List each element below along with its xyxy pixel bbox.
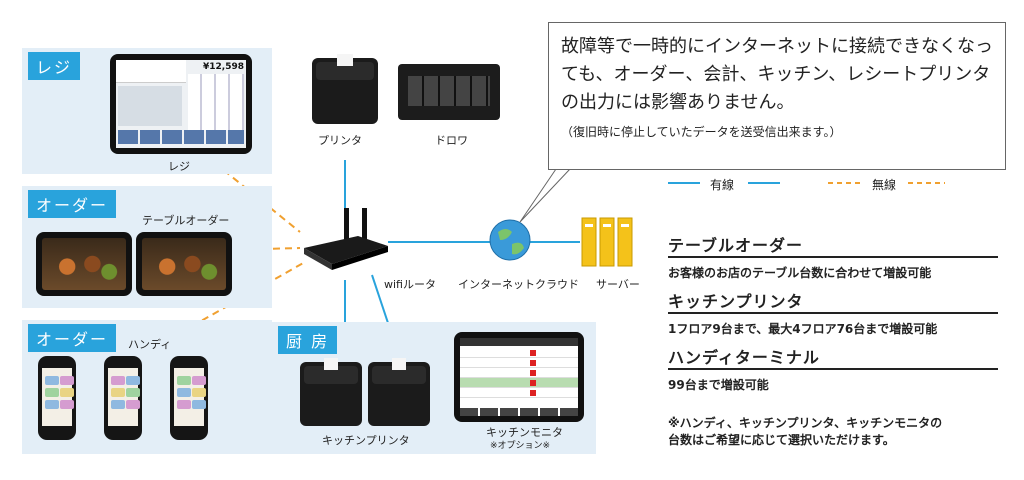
table-order-tablet-2	[136, 232, 232, 296]
feature-divider	[668, 256, 998, 258]
feature-divider	[668, 312, 998, 314]
callout-main-text: 故障等で一時的にインターネットに接続できなくなっても、オーダー、会計、キッチン、…	[561, 36, 993, 113]
feature-text-kitchen-printer: 1フロア9台まで、最大4フロア76台まで増設可能	[668, 322, 938, 336]
register-section-title: レジ	[28, 52, 81, 80]
callout-sub-text: （復旧時に停止していたデータを送受信出来ます。）	[561, 125, 842, 139]
feature-text-handy-terminal: 99台まで増設可能	[668, 378, 769, 392]
handy-label: ハンディ	[128, 338, 172, 351]
pos-screen: ¥12,598	[116, 60, 246, 148]
table-order-section-title: オーダー	[28, 190, 117, 218]
kitchen-section-title: 厨 房	[278, 326, 338, 354]
register-label: レジ	[168, 160, 190, 173]
legend-wired-label: 有線	[710, 178, 735, 192]
drawer-label: ドロワ	[435, 134, 468, 147]
feature-title-table-order: テーブルオーダー	[668, 236, 804, 255]
kitchen-printer-1	[300, 358, 362, 426]
feature-text-table-order: お客様のお店のテーブル台数に合わせて増設可能	[668, 266, 932, 280]
device-count-note: ※ハンディ、キッチンプリンタ、キッチンモニタの 台数はご希望に応じて選択いただけ…	[668, 415, 942, 449]
note-line-2: 台数はご希望に応じて選択いただけます。	[668, 433, 895, 447]
table-order-label: テーブルオーダー	[142, 214, 230, 227]
kitchen-monitor-note: ※オプション※	[490, 441, 551, 451]
server-icon	[581, 217, 633, 267]
register-tablet: ¥12,598	[110, 54, 252, 154]
cash-drawer	[398, 64, 500, 120]
feature-title-kitchen-printer: キッチンプリンタ	[668, 292, 804, 311]
feature-divider	[668, 368, 998, 370]
handy-phone-1	[38, 356, 76, 440]
handy-phone-3	[170, 356, 208, 440]
note-line-1: ※ハンディ、キッチンプリンタ、キッチンモニタの	[668, 416, 943, 430]
legend-wireless-label: 無線	[872, 178, 897, 192]
offline-callout: 故障等で一時的にインターネットに接続できなくなっても、オーダー、会計、キッチン、…	[548, 22, 1006, 170]
router-label: wifiルータ	[384, 278, 436, 291]
feature-title-handy-terminal: ハンディターミナル	[668, 348, 820, 367]
callout-pointer	[519, 168, 571, 223]
receipt-printer	[312, 54, 378, 124]
server-label: サーバー	[596, 278, 640, 291]
router-icon	[304, 208, 388, 270]
printer-label: プリンタ	[318, 134, 362, 147]
handy-section-title: オーダー	[28, 324, 117, 352]
table-order-tablet-1	[36, 232, 132, 296]
pos-total-display: ¥12,598	[203, 62, 244, 72]
globe-icon	[489, 219, 531, 261]
kitchen-monitor	[454, 332, 584, 422]
kitchen-printer-2	[368, 358, 430, 426]
kitchen-printer-label: キッチンプリンタ	[322, 434, 410, 447]
kitchen-monitor-label: キッチンモニタ	[486, 426, 563, 439]
handy-phone-2	[104, 356, 142, 440]
cloud-label: インターネットクラウド	[458, 278, 579, 291]
